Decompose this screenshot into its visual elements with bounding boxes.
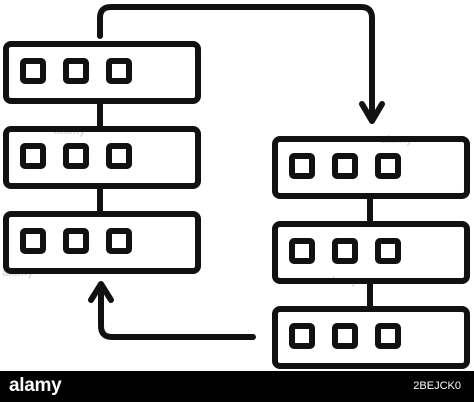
drive-bay-icon — [375, 323, 401, 349]
arrowhead-down-icon — [359, 101, 385, 124]
drive-bay-icon — [106, 228, 132, 254]
drive-bay-icon — [332, 238, 358, 264]
drive-bay-icon — [375, 153, 401, 179]
drive-bay-icon — [63, 143, 89, 169]
image-id-label: 2BEJCK0 — [413, 380, 461, 392]
server-unit — [272, 221, 470, 284]
server-unit — [3, 211, 201, 274]
drive-bay-icon — [289, 153, 315, 179]
stock-footer-bar: alamy 2BEJCK0 — [0, 371, 474, 402]
server-rack-left — [3, 41, 201, 274]
drive-bay-icon — [20, 143, 46, 169]
server-unit — [3, 126, 201, 189]
alamy-logo: alamy — [9, 375, 62, 396]
drive-bay-icon — [289, 238, 315, 264]
transfer-arrow-top — [97, 4, 375, 119]
drive-bay-icon — [106, 58, 132, 84]
drive-bay-icon — [106, 143, 132, 169]
drive-bay-icon — [332, 153, 358, 179]
drive-bay-icon — [289, 323, 315, 349]
server-unit — [3, 41, 201, 104]
sync-arrows — [88, 4, 385, 340]
server-unit — [272, 306, 470, 369]
drive-bay-icon — [63, 228, 89, 254]
drive-bay-icon — [63, 58, 89, 84]
transfer-arrow-bottom — [98, 285, 256, 340]
arrowhead-up-icon — [88, 281, 114, 303]
drive-bay-icon — [332, 323, 358, 349]
server-unit — [272, 136, 470, 199]
server-rack-right — [272, 136, 470, 369]
drive-bay-icon — [375, 238, 401, 264]
drive-bay-icon — [20, 228, 46, 254]
drive-bay-icon — [20, 58, 46, 84]
